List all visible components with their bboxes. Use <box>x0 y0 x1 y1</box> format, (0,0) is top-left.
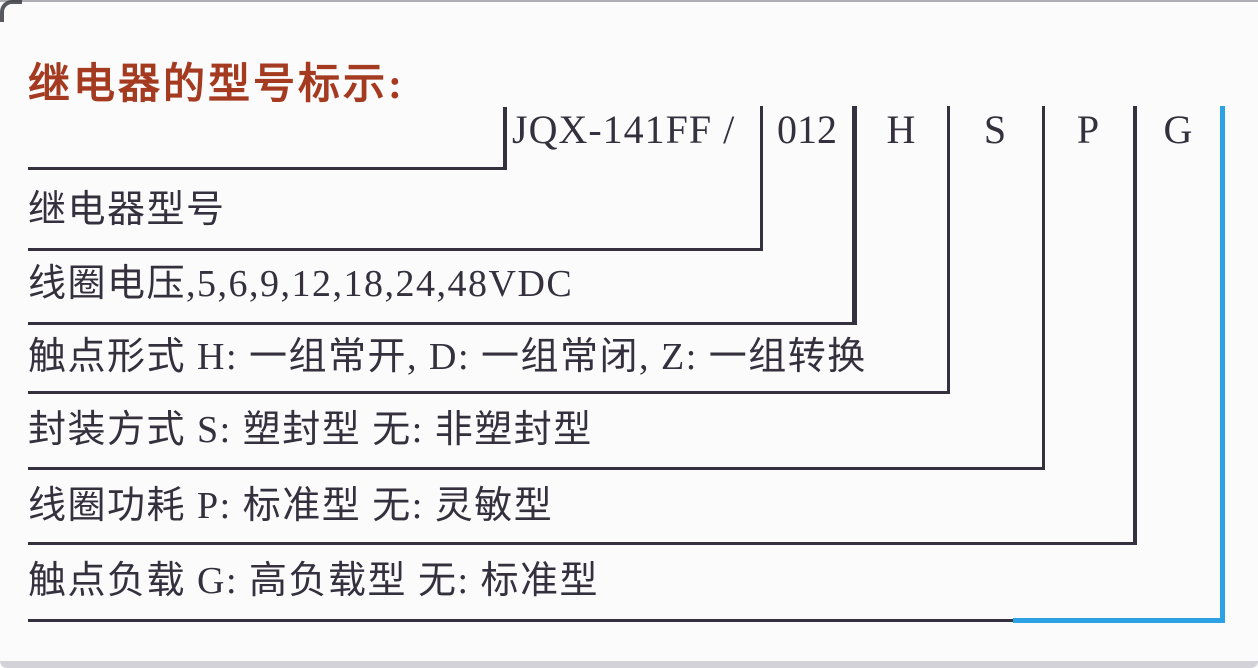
leader-line-contact-load <box>28 619 1013 622</box>
model-prefix: JQX-141FF / <box>512 107 736 152</box>
label-contact-load: 触点负载 G: 高负载型 无: 标准型 <box>28 560 600 602</box>
label-contact-form: 触点形式 H: 一组常开, D: 一组常闭, Z: 一组转换 <box>28 336 867 378</box>
accent-horizontal-line <box>1013 618 1225 623</box>
page-title: 继电器的型号标示: <box>28 62 405 108</box>
model-segment-coil-power: P <box>1076 107 1100 152</box>
label-enclosure: 封装方式 S: 塑封型 无: 非塑封型 <box>28 409 593 451</box>
leader-line-enclosure <box>28 467 1045 470</box>
model-segment-coil-voltage: 012 <box>777 107 837 152</box>
page-edge-top <box>0 0 1258 2</box>
separator-line-after-voltage <box>852 106 857 325</box>
model-segment-contact-load: G <box>1163 107 1193 152</box>
label-model: 继电器型号 <box>28 189 226 231</box>
separator-line-after-prefix <box>760 106 763 251</box>
leader-line-model <box>28 248 763 251</box>
model-segment-enclosure: S <box>983 107 1007 152</box>
leader-line-coil-voltage <box>28 322 857 325</box>
page-edge-bottom <box>0 661 1258 668</box>
bracket-vertical-line <box>503 107 507 170</box>
page-corner-top-left <box>0 0 22 22</box>
separator-line-after-contact-form <box>947 106 950 394</box>
label-coil-power: 线圈功耗 P: 标准型 无: 灵敏型 <box>28 485 554 527</box>
leader-line-contact-form <box>28 391 950 394</box>
leader-line-top <box>28 167 506 170</box>
separator-line-after-coil-power <box>1133 106 1137 545</box>
separator-line-after-enclosure <box>1042 106 1045 470</box>
accent-vertical-line <box>1220 106 1225 623</box>
model-segment-contact-form: H <box>886 107 916 152</box>
leader-line-coil-power <box>28 542 1137 545</box>
label-coil-voltage: 线圈电压,5,6,9,12,18,24,48VDC <box>28 263 574 305</box>
